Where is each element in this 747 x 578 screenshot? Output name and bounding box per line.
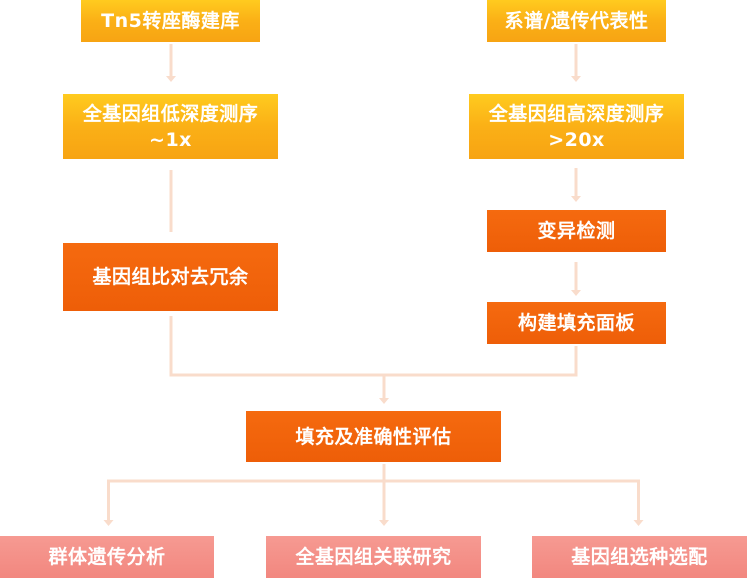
node-label: 基因组选种选配	[571, 546, 708, 568]
node-genome-alignment-dedup: 基因组比对去冗余	[63, 243, 278, 311]
arrowhead	[571, 76, 581, 82]
node-label-line1: 全基因组高深度测序	[488, 102, 665, 125]
node-genomic-selection-mating: 基因组选种选配	[532, 536, 747, 578]
node-variant-detection: 变异检测	[487, 210, 666, 252]
arrowhead	[379, 520, 389, 526]
node-label: 填充及准确性评估	[295, 425, 452, 448]
arrowhead	[103, 520, 114, 526]
node-tn5-library: Tn5转座酶建库	[81, 0, 260, 42]
arrowhead	[571, 196, 581, 202]
node-low-depth-sequencing: 全基因组低深度测序 ~1x	[63, 94, 278, 159]
node-label-line2: ~1x	[149, 128, 192, 151]
node-label-line1: 全基因组低深度测序	[82, 102, 259, 125]
node-imputation-accuracy-evaluation: 填充及准确性评估	[246, 411, 501, 462]
node-high-depth-sequencing: 全基因组高深度测序 >20x	[469, 94, 684, 159]
arrowhead	[571, 290, 581, 296]
node-build-reference-panel: 构建填充面板	[487, 302, 666, 344]
arrowhead	[633, 520, 644, 526]
node-label: Tn5转座酶建库	[101, 10, 240, 32]
node-label: 基因组比对去冗余	[92, 266, 249, 288]
node-pedigree-phenotype: 系谱/遗传代表性	[487, 0, 666, 42]
node-label: 全基因组关联研究	[295, 546, 452, 568]
node-label: 群体遗传分析	[48, 546, 166, 568]
node-label: 变异检测	[537, 220, 616, 242]
node-population-genetics-analysis: 群体遗传分析	[0, 536, 214, 578]
node-genome-wide-association-study: 全基因组关联研究	[266, 536, 481, 578]
node-label-line2: >20x	[548, 128, 605, 151]
arrowhead	[166, 76, 176, 82]
node-label: 构建填充面板	[517, 312, 635, 334]
arrowhead	[379, 398, 389, 404]
node-label: 系谱/遗传代表性	[504, 10, 649, 32]
